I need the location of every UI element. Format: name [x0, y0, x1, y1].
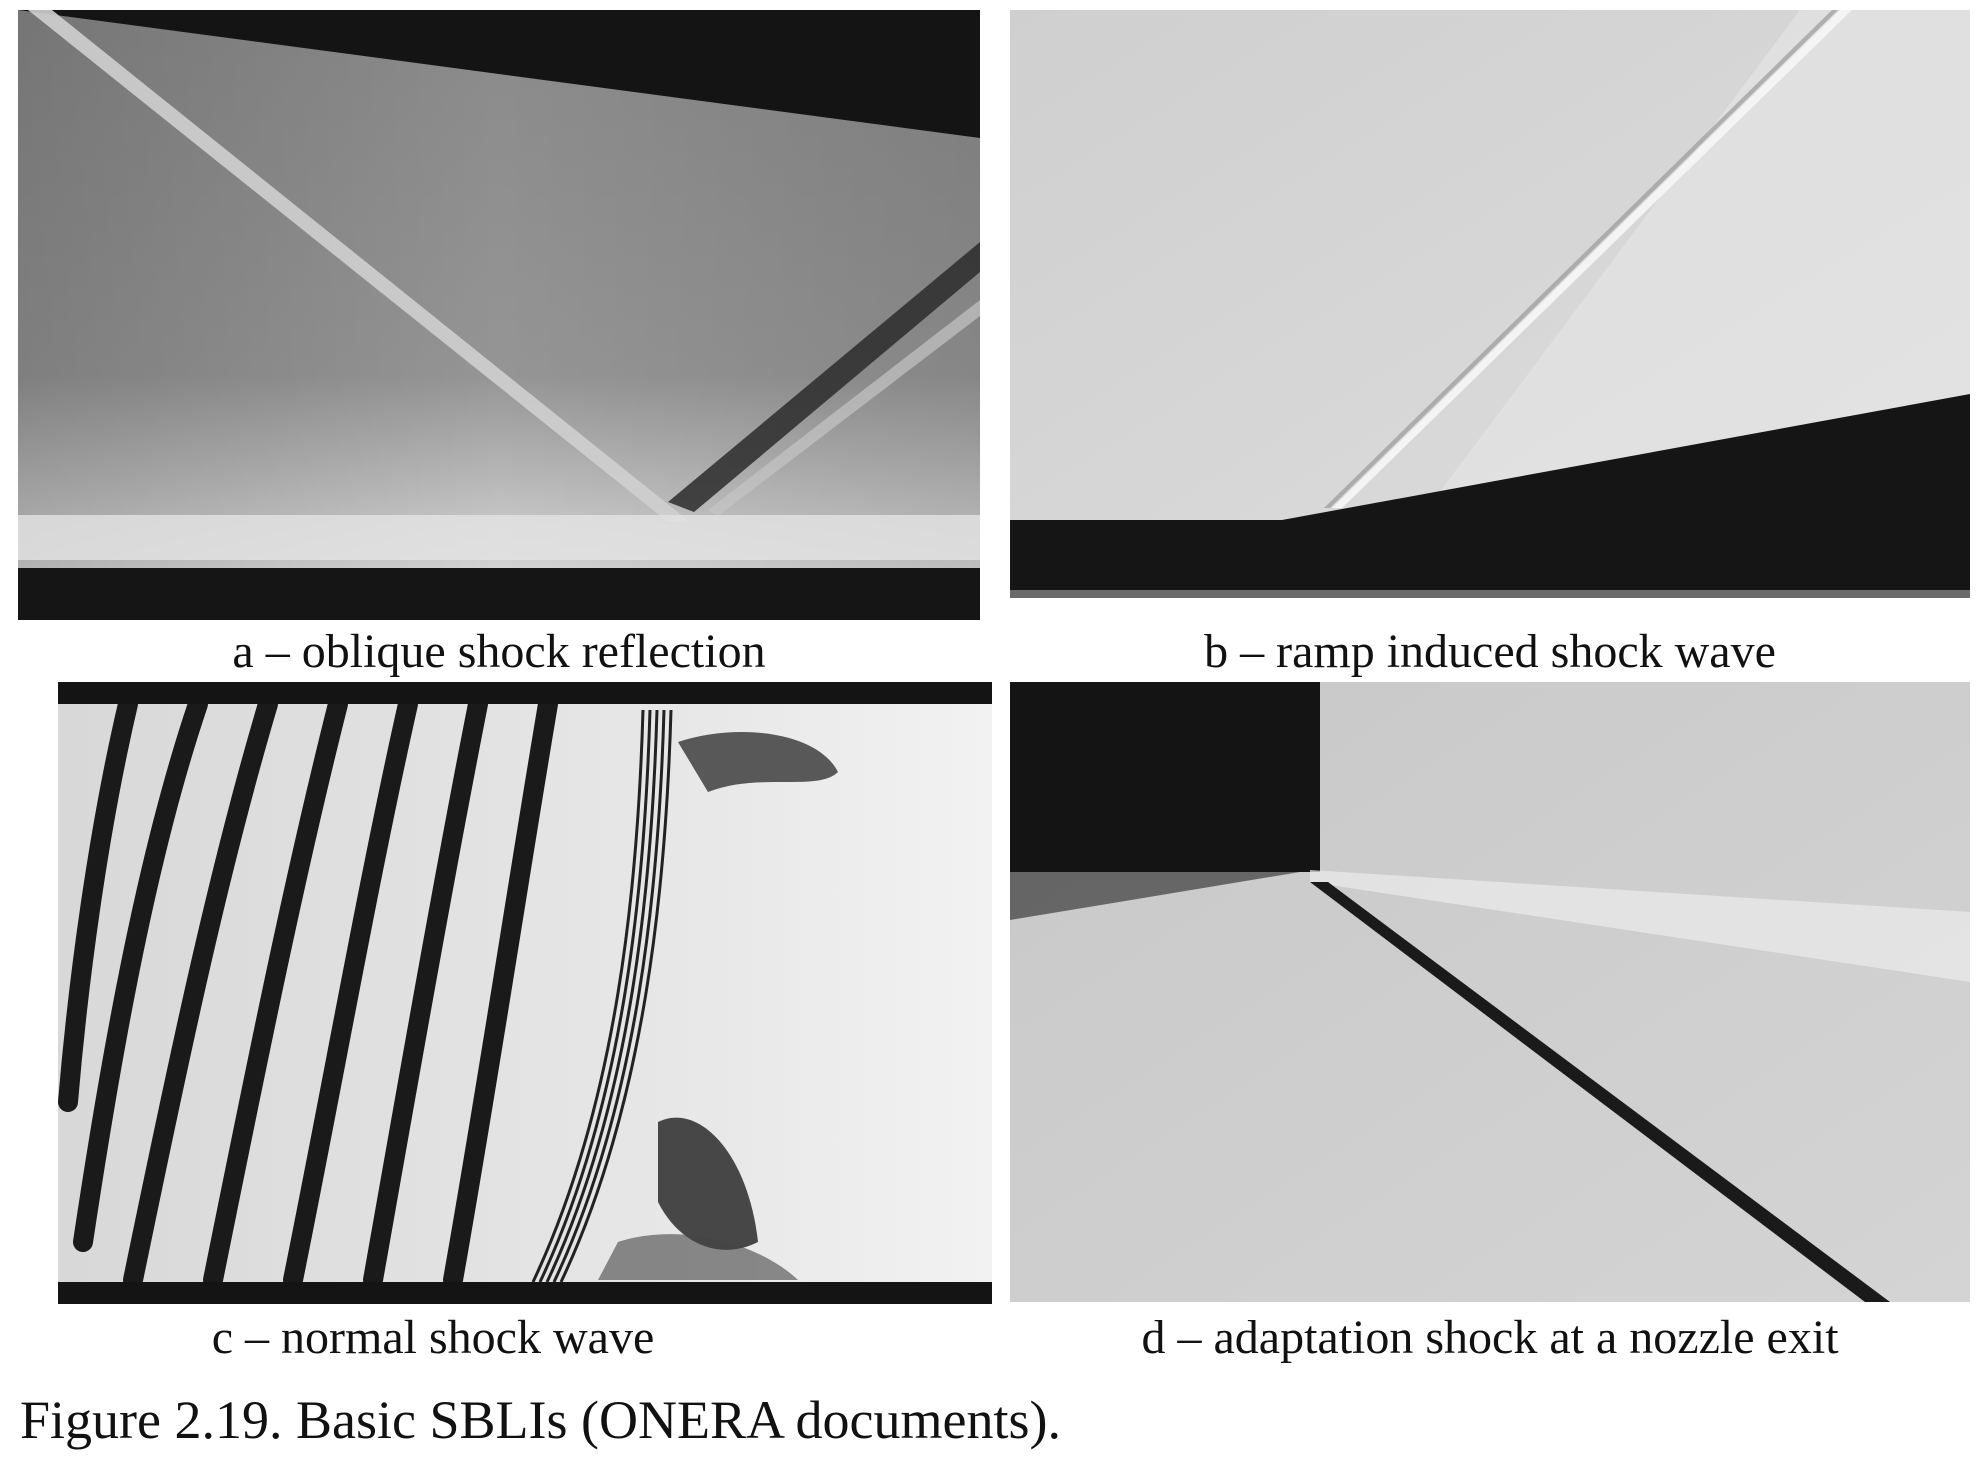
panel-c-top-wall	[58, 682, 992, 704]
panel-d-nozzle	[1010, 682, 1320, 872]
panel-b-image	[1010, 10, 1970, 598]
panel-a-top-wall	[18, 10, 980, 138]
panel-a-reflected-shock	[668, 242, 980, 512]
panel-a-caption: a – oblique shock reflection	[232, 625, 766, 678]
panel-c-fringes	[58, 694, 558, 1290]
figure-number: Figure 2.19.	[20, 1390, 283, 1450]
panel-a-image	[18, 10, 980, 620]
panel-d-image	[1010, 682, 1970, 1302]
figure-title: Basic SBLIs (ONERA documents).	[296, 1390, 1061, 1450]
panel-d-shear-layer	[1310, 870, 1970, 982]
panel-d-caption: d – adaptation shock at a nozzle exit	[1141, 1311, 1839, 1364]
panel-b-caption: b – ramp induced shock wave	[1204, 625, 1776, 678]
panel-c-shock	[531, 709, 673, 1283]
panel-b-shock	[1332, 10, 1852, 508]
panel-b-ramp	[1010, 394, 1970, 598]
panel-d-shock	[1310, 882, 1890, 1302]
panel-a-bottom-wall	[18, 568, 980, 620]
figure-caption: Figure 2.19. Basic SBLIs (ONERA document…	[20, 1390, 1061, 1450]
panel-c-caption: c – normal shock wave	[211, 1311, 655, 1364]
panel-a-incident-shock	[28, 10, 690, 522]
panel-c-bottom-wall	[58, 1282, 992, 1304]
panel-c-image	[58, 682, 992, 1304]
